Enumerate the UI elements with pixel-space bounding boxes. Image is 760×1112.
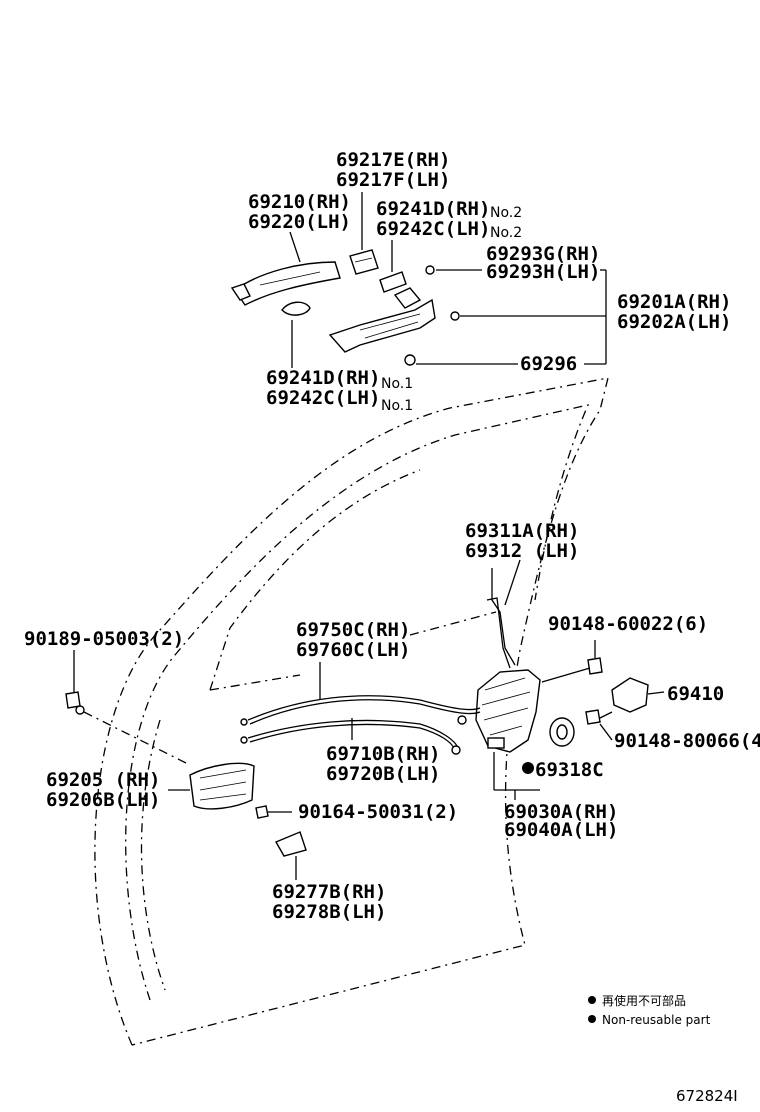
striker — [611, 677, 665, 713]
grommet — [549, 717, 575, 747]
label-no1-b: No.1 — [381, 398, 413, 414]
leader-lines-middle — [409, 611, 516, 800]
door-lock-assembly — [475, 669, 541, 791]
handle-pad-no1 — [281, 301, 311, 316]
label-69278B: 69278B(LH) — [272, 901, 386, 923]
label-69206B: 69206B(LH) — [46, 789, 160, 811]
label-no1-a: No.1 — [381, 376, 413, 392]
label-69312: 69312 (LH) — [465, 540, 579, 562]
bolt-90148-80066 — [585, 709, 613, 741]
lock-rod — [486, 559, 521, 669]
inside-handle — [168, 762, 255, 810]
label-69293H: 69293H(LH) — [486, 261, 600, 283]
label-69205: 69205 (RH) — [46, 769, 160, 791]
label-69210: 69210(RH) — [248, 191, 351, 213]
bolt-69201-screw — [450, 311, 460, 321]
label-90148-60022: 90148-60022(6) — [548, 613, 708, 635]
label-69040A: 69040A(LH) — [504, 819, 618, 841]
legend-bullet-jp — [588, 996, 596, 1004]
handle-pad-no2 — [379, 271, 407, 293]
handle-cover — [349, 249, 379, 275]
label-69217E: 69217E(RH) — [336, 149, 450, 171]
label-90189-05003: 90189-05003(2) — [24, 628, 184, 650]
lock-cables — [240, 662, 481, 755]
label-90164-50031: 90164-50031(2) — [298, 801, 458, 823]
outside-handle — [230, 261, 341, 306]
label-69277B: 69277B(RH) — [272, 881, 386, 903]
label-69710B: 69710B(RH) — [326, 743, 440, 765]
non-reusable-mark — [522, 762, 534, 774]
screw-90164-50031 — [255, 805, 292, 819]
bolt-90148-60022 — [541, 640, 603, 683]
label-69241D-bot: 69241D(RH) — [266, 367, 380, 389]
label-no2-b: No.2 — [490, 225, 522, 241]
label-69296: 69296 — [520, 353, 577, 375]
label-69720B: 69720B(LH) — [326, 763, 440, 785]
label-69217F: 69217F(LH) — [336, 169, 450, 191]
label-69242C-bot: 69242C(LH) — [266, 387, 380, 409]
inside-handle-bezel — [274, 831, 307, 880]
legend-jp: 再使用不可部品 — [602, 993, 686, 1008]
label-69410: 69410 — [667, 683, 724, 705]
label-no2-a: No.2 — [490, 205, 522, 221]
leader-lines-top — [289, 192, 607, 368]
legend-bullet-en — [588, 1015, 596, 1023]
label-69293G: 69293G(RH) — [486, 243, 600, 265]
label-69318C: 69318C — [535, 759, 604, 781]
legend-en: Non-reusable part — [602, 1013, 711, 1027]
label-69760C: 69760C(LH) — [296, 639, 410, 661]
label-69201A: 69201A(RH) — [617, 291, 731, 313]
label-69202A: 69202A(LH) — [617, 311, 731, 333]
label-69242C-top: 69242C(LH) — [376, 218, 490, 240]
legend: 再使用不可部品 Non-reusable part — [588, 993, 711, 1027]
bolt-90189-05003 — [65, 650, 191, 766]
label-69750C: 69750C(RH) — [296, 619, 410, 641]
label-69241D-top: 69241D(RH) — [376, 198, 490, 220]
diagram-code: 672824I — [676, 1087, 738, 1105]
handle-frame — [328, 287, 436, 353]
label-69311A: 69311A(RH) — [465, 520, 579, 542]
nut-69296 — [404, 354, 416, 366]
screw-69293 — [425, 265, 435, 275]
label-69220: 69220(LH) — [248, 211, 351, 233]
label-69030A: 69030A(RH) — [504, 801, 618, 823]
label-90148-80066: 90148-80066(4) — [614, 730, 760, 752]
